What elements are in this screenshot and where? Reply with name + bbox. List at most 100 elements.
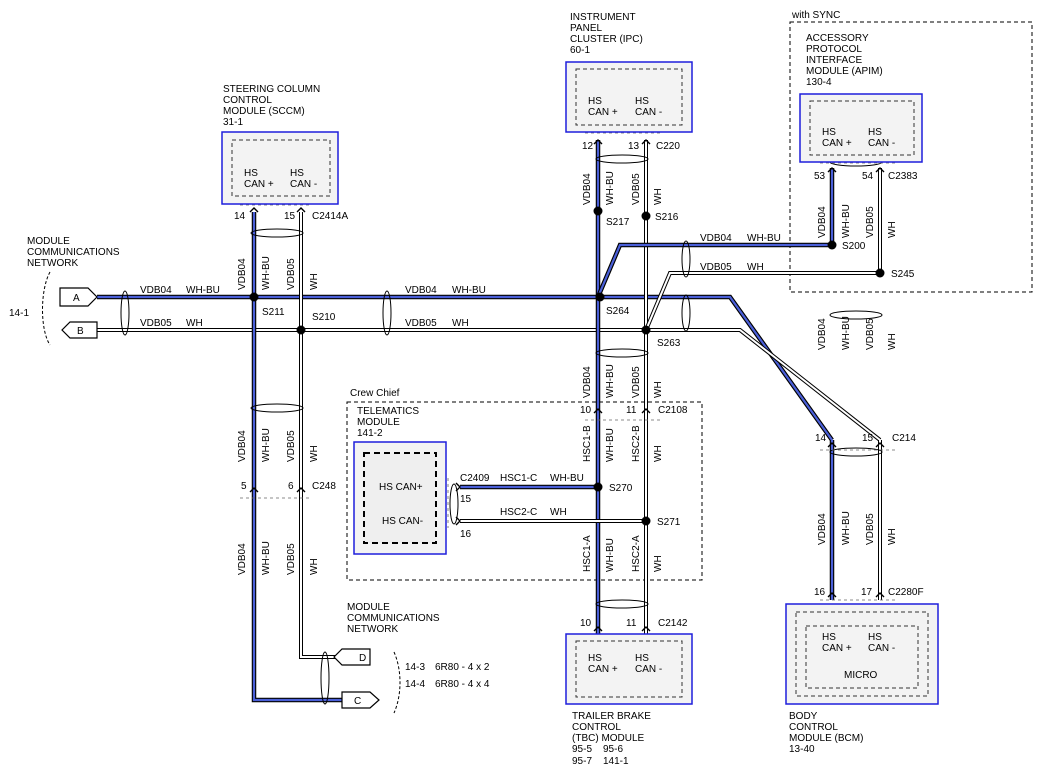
vwire-wh-sccm-mid: WH [309,445,320,462]
ipc-pin1-a: HS [588,96,602,107]
splice-label-s211: S211 [262,307,285,318]
net-bottom-desc-c: 6R80 - 4 x 4 [435,679,490,690]
vwire-whbu-bcm: WH-BU [841,511,852,545]
vwire-whbu-mid: WH-BU [605,364,616,398]
connector-a-shape [59,287,98,307]
vwire-vdb05-sccm-top: VDB05 [286,258,297,290]
vwire-wh-sccm-top: WH [309,273,320,290]
ipc-pin2-b: CAN - [635,107,662,118]
bcm-pin1-a: HS [822,632,836,643]
tbc-ref-3: 95-7 [572,756,592,767]
sccm-name-2: CONTROL [223,95,272,106]
wire-label-hsc1c: HSC1-C [500,473,537,484]
vwire-hsc1a: HSC1-A [582,535,593,572]
sccm-pin1-a: HS [244,168,258,179]
connector-c2108: C2108 [658,405,688,416]
tbc-ref-2: 95-6 [603,744,623,755]
vwire-wh-ipc: WH [653,188,664,205]
pin-11-c2142: 11 [626,618,637,629]
tbc-pin1-b: CAN + [588,664,618,675]
apim-module [799,93,923,163]
sccm-pin2-a: HS [290,168,304,179]
splice-label-s216: S216 [655,212,679,223]
tbc-name-1: TRAILER BRAKE [572,711,651,722]
sccm-pin1-b: CAN + [244,179,274,190]
connector-c2414a: C2414A [312,211,348,222]
ipc-pin2-a: HS [635,96,649,107]
tbc-name-2: CONTROL [572,722,621,733]
tbc-pin1-a: HS [588,653,602,664]
wire-label-vdb05-b: VDB05 [405,318,437,329]
wire-label-wh-b: WH [452,318,469,329]
vwire-wh-sccm-low: WH [309,558,320,575]
wire-label-wh-d: WH [550,507,567,518]
vwire-vdb04-apim: VDB04 [817,206,828,238]
connector-c2383: C2383 [888,171,918,182]
vwire-vdb04-bcm-top: VDB04 [817,318,828,350]
vwire-whbu-apim: WH-BU [841,204,852,238]
pin-53-apim: 53 [814,171,826,182]
apim-name-1: ACCESSORY [806,33,869,44]
connector-b-shape [61,321,98,339]
apim-name-3: INTERFACE [806,55,862,66]
apim-pin2-b: CAN - [868,138,895,149]
net-bottom-desc-d: 6R80 - 4 x 2 [435,662,490,673]
net-bottom-page-d: 14-3 [405,662,425,673]
wire-label-wh-c: WH [747,262,764,273]
apim-name-2: PROTOCOL [806,44,862,55]
connector-chevrons [249,139,885,632]
splice-s245 [875,268,885,278]
vwire-vdb04-bcm: VDB04 [817,513,828,545]
pin-17-c2280f: 17 [861,587,873,598]
sccm-name-3: MODULE (SCCM) [223,106,305,117]
vwire-wh-hsc2b: WH [653,445,664,462]
ipc-module [565,61,693,133]
net-bottom-title-2: COMMUNICATIONS [347,613,440,624]
wire-label-vdb04-b: VDB04 [405,285,437,296]
connector-a-label: A [73,293,80,304]
connector-c2280f: C2280F [888,587,924,598]
pin-15-sccm: 15 [284,211,296,222]
splice-s263 [641,325,651,335]
sync-group-box [789,21,1033,293]
vwire-hsc2a: HSC2-A [631,535,642,572]
bcm-name-3: MODULE (BCM) [789,733,863,744]
connector-b-label: B [77,326,84,337]
net-left-title-1: MODULE [27,236,70,247]
pin-15-c2409: 15 [460,494,472,505]
vwire-hsc1b: HSC1-B [582,425,593,462]
pin-5-c248: 5 [241,481,247,492]
telematics-pin2: HS CAN- [382,516,423,527]
sync-group-label: with SYNC [791,10,840,21]
tbc-name-3: (TBC) MODULE [572,733,645,744]
splice-s270 [593,482,603,492]
bcm-name-4: 13-40 [789,744,815,755]
tbc-ref-1: 95-5 [572,744,592,755]
vwire-vdb05-bcm: VDB05 [865,513,876,545]
telematics-module [353,441,447,555]
splice-label-s263: S263 [657,338,681,349]
pin-16-c2409: 16 [460,529,472,540]
pin-16-c2280f: 16 [814,587,826,598]
wire-label-whbu-b: WH-BU [452,285,486,296]
vwire-vdb05-apim: VDB05 [865,206,876,238]
splice-s211 [249,292,259,302]
vwire-whbu-hsc1a: WH-BU [605,538,616,572]
wire-label-whbu-c: WH-BU [747,233,781,244]
net-bottom-title-1: MODULE [347,602,390,613]
splice-s210 [296,325,306,335]
vwire-whbu-sccm-low: WH-BU [261,541,272,575]
bcm-pin1-b: CAN + [822,643,852,654]
vwire-wh-bcm-top: WH [887,333,898,350]
ipc-name-3: CLUSTER (IPC) [570,34,643,45]
sccm-name-4: 31-1 [223,117,243,128]
ipc-pin1-b: CAN + [588,107,618,118]
network-connectors [42,271,401,714]
splice-s264 [595,292,605,302]
connector-c248: C248 [312,481,336,492]
tbc-module [565,633,693,705]
pin-11-c2108: 11 [626,405,637,416]
telematics-pin1: HS CAN+ [379,482,423,493]
wire-network [97,140,882,703]
